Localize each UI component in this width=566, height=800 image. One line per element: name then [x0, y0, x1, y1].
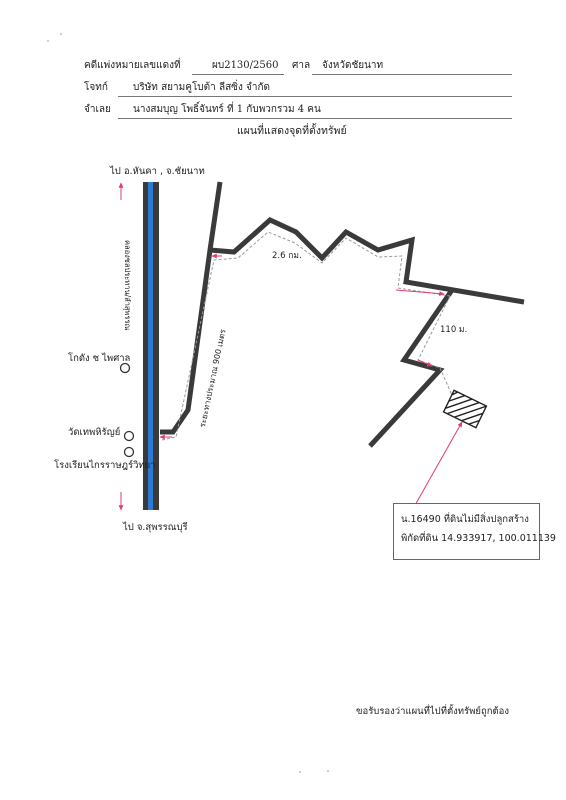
court-name: จังหวัดชัยนาท	[322, 60, 384, 71]
canal	[148, 182, 153, 510]
landmark-1-label: โกดัง ช ไพศาล	[68, 353, 131, 364]
map-title: แผนที่แสดงจุดที่ตั้งทรัพย์	[237, 125, 347, 137]
plaintiff-name: บริษัท สยามคูโบต้า ลีสซิ่ง จำกัด	[133, 82, 271, 93]
case-number: ผบ2130/2560	[212, 60, 279, 71]
defendant-rule	[118, 118, 512, 119]
case-number-label: คดีแพ่งหมายเลขแดงที่	[84, 60, 181, 71]
callout-pointer	[413, 421, 463, 508]
route-path-end	[417, 295, 463, 419]
landmark-2-marker	[123, 430, 135, 442]
case-number-rule	[192, 74, 284, 75]
land-parcel	[442, 389, 488, 429]
distance-km-label: 2.6 กม.	[272, 251, 302, 261]
canal-label: คลองชลประทาน/ลำสุพรรณ	[123, 240, 132, 331]
court-label: ศาล	[292, 60, 311, 71]
feeder-road	[368, 288, 455, 448]
parcel-coordinates: พิกัดที่ดิน 14.933917, 100.011139	[401, 533, 556, 544]
defendant-label: จำเลย	[84, 104, 111, 115]
landmark-3-marker	[123, 446, 135, 458]
court-rule	[312, 74, 512, 75]
parcel-callout: น.16490 ที่ดินไม่มีสิ่งปลูกสร้าง พิกัดที…	[393, 503, 556, 560]
south-direction-label: ไป จ.สุพรรณบุรี	[123, 522, 188, 533]
branch-road	[209, 217, 525, 305]
route-path	[161, 231, 451, 441]
plaintiff-label: โจทก์	[84, 82, 108, 93]
landmark-3-label: โรงเรียนไกรราษฎร์วิทยา	[54, 460, 156, 471]
north-direction-label: ไป อ.หันคา , จ.ชัยนาท	[110, 166, 205, 177]
distance-m-label: 110 ม.	[440, 325, 468, 335]
defendant-name: นางสมบุญ โพธิ์จันทร์ ที่ 1 กับพวกรวม 4 ค…	[133, 104, 321, 115]
certification-text: ขอรับรองว่าแผนที่ไปที่ตั้งทรัพย์ถูกต้อง	[356, 706, 509, 717]
plaintiff-rule	[118, 96, 512, 97]
parcel-description: น.16490 ที่ดินไม่มีสิ่งปลูกสร้าง	[401, 514, 529, 525]
landmark-1-marker	[119, 362, 131, 374]
access-road	[160, 181, 223, 435]
landmark-2-label: วัดเทพหิรัญย์	[68, 427, 121, 438]
